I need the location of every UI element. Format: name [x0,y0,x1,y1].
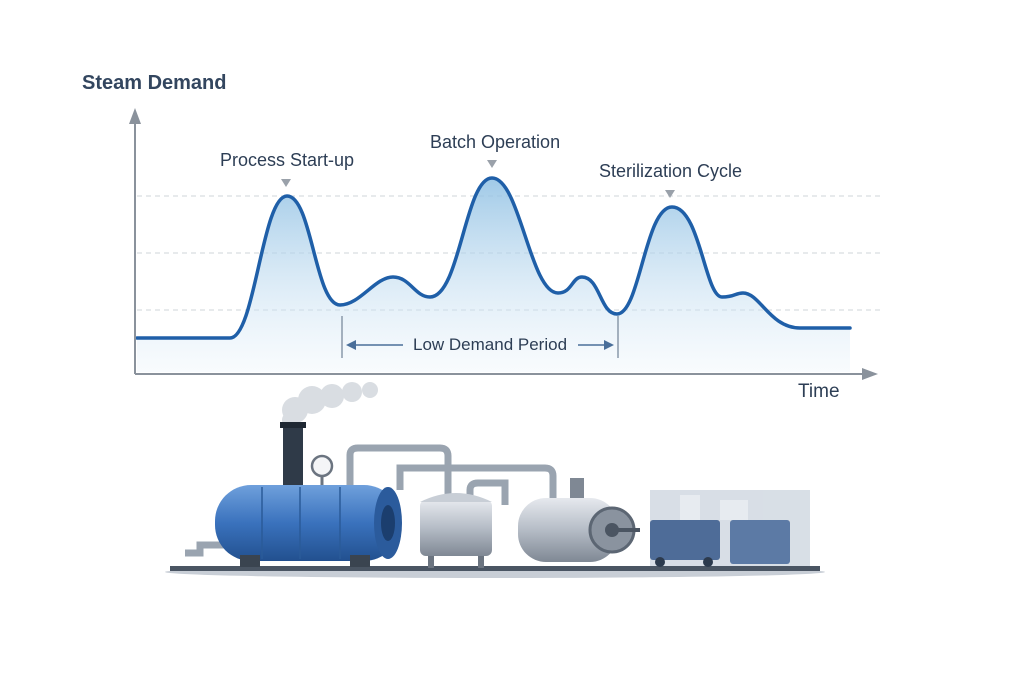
sterilizer-autoclave [518,498,618,562]
low-demand-period-label: Low Demand Period [413,335,568,354]
annotation-batch-operation: Batch Operation [430,132,561,152]
steam-plant-illustration [165,382,825,578]
annotation-markers [281,160,675,198]
demand-area [137,178,850,372]
low-demand-bracket [341,316,619,358]
x-axis-label: Time [798,381,840,402]
demand-curve [135,176,852,340]
steam-icon [282,382,378,428]
chimney [283,424,303,486]
annotation-sterilization-cycle: Sterilization Cycle [599,161,743,181]
y-axis-label: Steam Demand [82,72,227,94]
equipment-cart [650,520,720,560]
axes [129,108,878,380]
annotation-process-startup: Process Start-up [220,150,355,170]
pressure-gauge-icon [310,454,334,478]
batch-vessel [420,500,492,556]
boiler-tank [215,485,400,561]
equipment-unit [730,520,790,564]
